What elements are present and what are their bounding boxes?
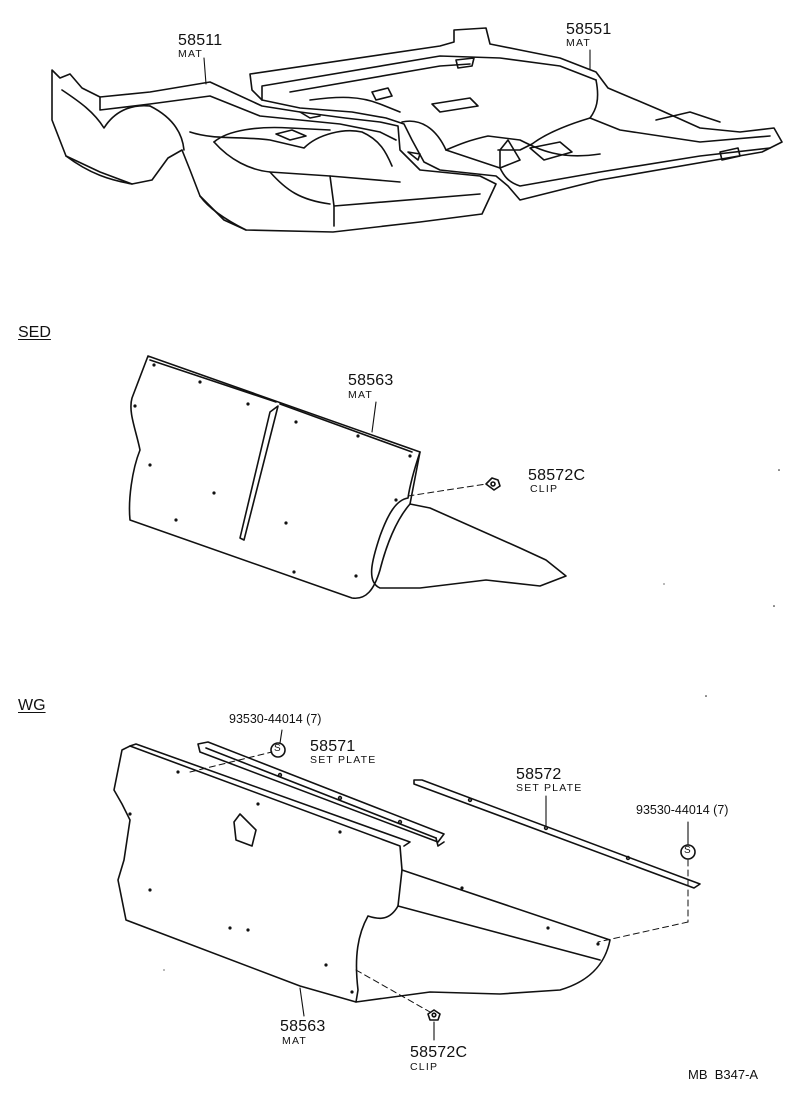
part-number-sed-58563: 58563 — [348, 372, 394, 389]
part-number-wg-58572c: 58572C — [410, 1044, 468, 1061]
wagon-set-plate-58572 — [413, 779, 701, 889]
part-number-58571: 58571 — [310, 738, 356, 755]
part-name-wg-58572c: CLIP — [410, 1061, 439, 1073]
screw-symbol-top — [270, 742, 286, 758]
part-number-wg-58563: 58563 — [280, 1018, 326, 1035]
part-name-wg-58563: MAT — [282, 1035, 307, 1047]
part-name-58572: SET PLATE — [516, 782, 583, 794]
sedan-mat-holes — [133, 363, 412, 578]
wagon-clip-58572c — [427, 1009, 441, 1021]
wagon-cargo-mat — [113, 743, 611, 1003]
sedan-clip-58572c — [485, 477, 501, 491]
part-name-sed-58563: MAT — [348, 389, 373, 401]
part-number-screw-right: 93530-44014 (7) — [636, 803, 729, 817]
wagon-mat-holes — [128, 770, 600, 994]
drawing-code: MB B347-A — [688, 1067, 759, 1082]
part-number-58511: 58511 — [178, 32, 223, 49]
specks — [163, 469, 780, 971]
section-label-sed: SED — [18, 324, 51, 341]
screw-symbol-right-label: S — [684, 845, 691, 856]
part-name-58551: MAT — [566, 37, 591, 49]
dashed-guides — [189, 483, 689, 1013]
part-name-sed-58572c: CLIP — [530, 483, 559, 495]
section-label-wg: WG — [18, 697, 46, 714]
leader-lines — [203, 49, 689, 1041]
part-number-58551: 58551 — [566, 21, 612, 38]
part-name-58571: SET PLATE — [310, 754, 377, 766]
part-number-58572: 58572 — [516, 766, 562, 783]
wagon-set-plate-58571 — [197, 741, 445, 847]
sedan-rear-seat-mat — [128, 355, 567, 599]
part-name-58511: MAT — [178, 48, 203, 60]
front-floor-mat-58511 — [51, 69, 497, 233]
part-number-screw-top: 93530-44014 (7) — [229, 712, 322, 726]
rear-floor-mat-58551 — [249, 27, 783, 201]
part-number-sed-58572c: 58572C — [528, 467, 586, 484]
screw-symbol-top-label: S — [274, 743, 281, 754]
